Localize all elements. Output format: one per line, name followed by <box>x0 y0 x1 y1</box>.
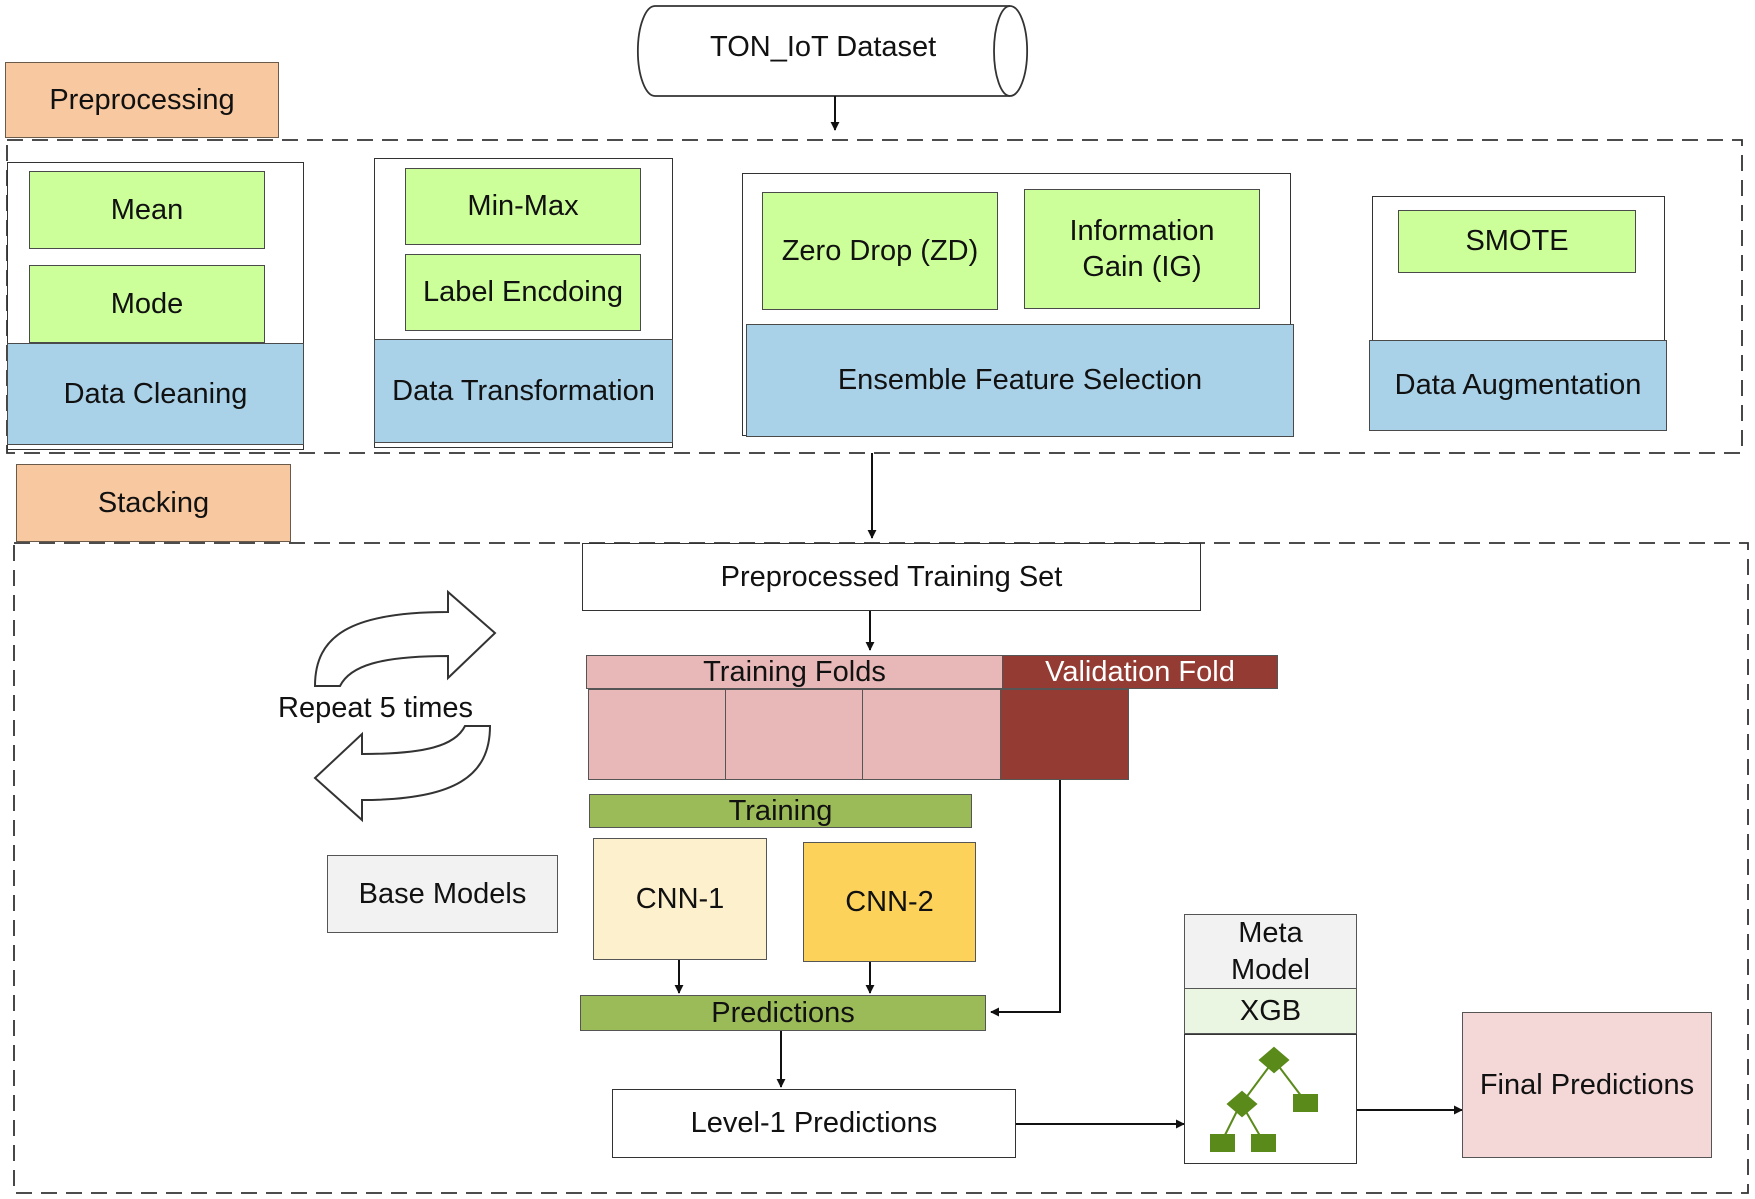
information-gain-box: Information Gain (IG) <box>1024 189 1260 309</box>
stacking-region <box>13 542 1749 1194</box>
xgb-box: XGB <box>1184 988 1357 1034</box>
ensemble-feature-selection-box: Ensemble Feature Selection <box>746 324 1294 437</box>
preprocessing-tag: Preprocessing <box>5 62 279 138</box>
cnn-1-box: CNN-1 <box>593 838 767 960</box>
dataset-label: TON_IoT Dataset <box>710 31 937 63</box>
data-transformation-box: Data Transformation <box>374 339 673 443</box>
repeat-label: Repeat 5 times <box>278 692 474 724</box>
preprocessed-training-set-box: Preprocessed Training Set <box>582 543 1201 611</box>
database-cylinder-icon <box>636 5 1029 97</box>
meta-model-box: Meta Model <box>1184 914 1357 989</box>
min-max-box: Min-Max <box>405 168 641 245</box>
mode-box: Mode <box>29 265 265 343</box>
training-fold-cell-1 <box>588 689 726 780</box>
decision-tree-icon <box>1210 1046 1318 1152</box>
label-encoding-box: Label Encdoing <box>405 254 641 331</box>
xgb-tree-box <box>1184 1034 1357 1164</box>
training-fold-cell-2 <box>725 689 863 780</box>
stacking-tag: Stacking <box>16 464 291 542</box>
repeat-arrows-icon <box>313 589 497 823</box>
data-augmentation-box: Data Augmentation <box>1369 340 1667 431</box>
smote-box: SMOTE <box>1398 210 1636 273</box>
level-1-predictions-box: Level-1 Predictions <box>612 1089 1016 1158</box>
mean-box: Mean <box>29 171 265 249</box>
training-bar: Training <box>589 794 972 828</box>
validation-fold-cell <box>1000 689 1129 780</box>
base-models-box: Base Models <box>327 855 558 933</box>
training-folds-header: Training Folds <box>586 655 1003 689</box>
data-cleaning-group <box>7 162 304 450</box>
data-cleaning-box: Data Cleaning <box>7 343 304 445</box>
training-fold-cell-3 <box>862 689 1001 780</box>
data-transformation-group <box>374 158 673 448</box>
validation-fold-header: Validation Fold <box>1002 655 1278 689</box>
final-predictions-box: Final Predictions <box>1462 1012 1712 1158</box>
cnn-2-box: CNN-2 <box>803 842 976 962</box>
zero-drop-box: Zero Drop (ZD) <box>762 192 998 310</box>
predictions-bar: Predictions <box>580 995 986 1031</box>
